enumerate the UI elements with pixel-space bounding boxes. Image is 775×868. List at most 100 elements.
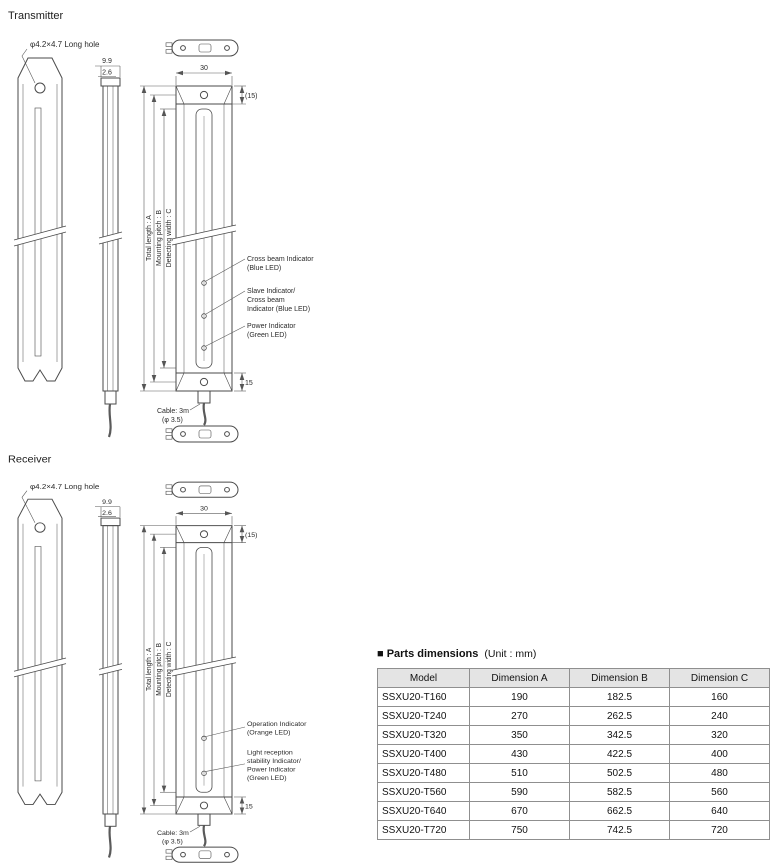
- table-row: SSXU20-T480 510 502.5 480: [377, 763, 770, 783]
- model-cell: SSXU20-T320: [377, 725, 470, 745]
- long-hole: [34, 82, 46, 94]
- top-end-cap-view: [165, 39, 239, 57]
- col-header-model: Model: [377, 668, 470, 688]
- dim-2-6-label: 2.6: [102, 70, 112, 77]
- dim-15-bottom-label: 15: [245, 380, 253, 387]
- model-cell: SSXU20-T560: [377, 782, 470, 802]
- dim-9-9-label: 9.9: [102, 499, 112, 506]
- table-row: SSXU20-T640 670 662.5 640: [377, 801, 770, 821]
- table-row: SSXU20-T320 350 342.5 320: [377, 725, 770, 745]
- bottom-end-cap-view: [165, 425, 239, 443]
- bottom-end-cap-view: [165, 846, 239, 863]
- model-cell: SSXU20-T720: [377, 820, 470, 840]
- mounting-hole-bottom: [199, 377, 209, 387]
- mounting-hole-bottom: [199, 801, 209, 810]
- dim-c-cell: 480: [669, 763, 770, 783]
- indicator-1-line-2: (Orange LED): [247, 730, 290, 737]
- cable: [107, 403, 112, 438]
- dim-a-cell: 190: [469, 687, 570, 707]
- dim-c-cell: 160: [669, 687, 770, 707]
- dim-c-cell: 560: [669, 782, 770, 802]
- top-end-cap-view: [165, 481, 239, 498]
- parts-title-text: ■ Parts dimensions: [377, 648, 479, 660]
- dim-b-cell: 742.5: [569, 820, 670, 840]
- receiver-drawing: Receiver: [8, 454, 307, 863]
- side-view: [100, 517, 121, 858]
- cable: [107, 826, 112, 858]
- table-header-row: Model Dimension A Dimension B Dimension …: [377, 668, 770, 688]
- dimension-lines: [95, 65, 246, 392]
- stability-power-led: [201, 770, 207, 776]
- parts-dimensions-section: ■ Parts dimensions (Unit : mm) Model Dime…: [377, 648, 770, 840]
- power-led: [201, 345, 207, 351]
- transmitter-drawing: Transmitter: [8, 10, 314, 443]
- dim-c-cell: 720: [669, 820, 770, 840]
- model-cell: SSXU20-T160: [377, 687, 470, 707]
- dim-2-6-label: 2.6: [102, 510, 112, 517]
- front-view-break: [13, 225, 67, 247]
- side-view: [100, 77, 121, 438]
- model-cell: SSXU20-T400: [377, 744, 470, 764]
- dim-c-cell: 240: [669, 706, 770, 726]
- dim-a-cell: 750: [469, 820, 570, 840]
- table-row: SSXU20-T400 430 422.5 400: [377, 744, 770, 764]
- mounting-pitch-label: Mounting pitch : B: [156, 210, 163, 266]
- long-hole-label: φ4.2×4.7 Long hole: [30, 482, 99, 491]
- side-view-break: [98, 231, 123, 245]
- indicator-3-line-2: (Green LED): [247, 332, 287, 339]
- leader-lines: [21, 48, 246, 411]
- operation-led: [201, 735, 207, 741]
- front-view: [17, 498, 63, 806]
- parts-unit-label: (Unit : mm): [484, 648, 537, 660]
- dim-c-cell: 320: [669, 725, 770, 745]
- dim-c-cell: 640: [669, 801, 770, 821]
- indicator-2-line-1: Slave Indicator/: [247, 288, 295, 295]
- main-view: [175, 85, 233, 426]
- indicator-1-line-1: Cross beam Indicator: [247, 256, 314, 263]
- cable-label: Cable: 3m: [157, 408, 189, 415]
- dim-15-top-label: (15): [245, 93, 257, 100]
- cable-dia-label: (φ 3.5): [162, 838, 183, 845]
- cable-dia-label: (φ 3.5): [162, 417, 183, 424]
- dim-30-label: 30: [200, 506, 208, 513]
- cable: [202, 825, 207, 847]
- transmitter-title: Transmitter: [8, 10, 64, 22]
- mounting-pitch-label: Mounting pitch : B: [156, 642, 163, 695]
- table-row: SSXU20-T560 590 582.5 560: [377, 782, 770, 802]
- dim-b-cell: 582.5: [569, 782, 670, 802]
- receiver-title: Receiver: [8, 454, 52, 466]
- side-view-break: [98, 663, 123, 676]
- col-header-dim-b: Dimension B: [569, 668, 670, 688]
- cable: [202, 402, 207, 426]
- long-hole-label: φ4.2×4.7 Long hole: [30, 40, 100, 49]
- model-cell: SSXU20-T480: [377, 763, 470, 783]
- dimension-lines: [95, 506, 246, 815]
- indicator-1-line-1: Operation Indicator: [247, 721, 307, 728]
- dim-15-top-label: (15): [245, 532, 257, 539]
- front-view-break: [13, 657, 67, 678]
- cable-label: Cable: 3m: [157, 830, 189, 837]
- indicator-1-line-2: (Blue LED): [247, 265, 281, 272]
- dim-b-cell: 342.5: [569, 725, 670, 745]
- dim-a-cell: 590: [469, 782, 570, 802]
- slave-led: [201, 313, 207, 319]
- dim-c-cell: 400: [669, 744, 770, 764]
- parts-dimensions-title: ■ Parts dimensions (Unit : mm): [377, 648, 769, 660]
- dim-a-cell: 670: [469, 801, 570, 821]
- dim-b-cell: 182.5: [569, 687, 670, 707]
- indicator-2-line-3: Indicator (Blue LED): [247, 306, 310, 313]
- mounting-hole-top: [199, 530, 209, 539]
- detecting-width-label: Detecting width : C: [166, 209, 173, 268]
- dim-a-cell: 430: [469, 744, 570, 764]
- indicator-2-line-4: (Green LED): [247, 775, 287, 782]
- long-hole: [34, 522, 46, 533]
- drawing-labels: φ4.2×4.7 Long hole 9.9 2.6 30 (15) 15 To…: [30, 40, 314, 424]
- col-header-dim-c: Dimension C: [669, 668, 770, 688]
- dim-b-cell: 502.5: [569, 763, 670, 783]
- model-cell: SSXU20-T240: [377, 706, 470, 726]
- cross-beam-led: [201, 280, 207, 286]
- table-row: SSXU20-T160 190 182.5 160: [377, 687, 770, 707]
- total-length-label: Total length : A: [146, 647, 153, 691]
- table-row: SSXU20-T240 270 262.5 240: [377, 706, 770, 726]
